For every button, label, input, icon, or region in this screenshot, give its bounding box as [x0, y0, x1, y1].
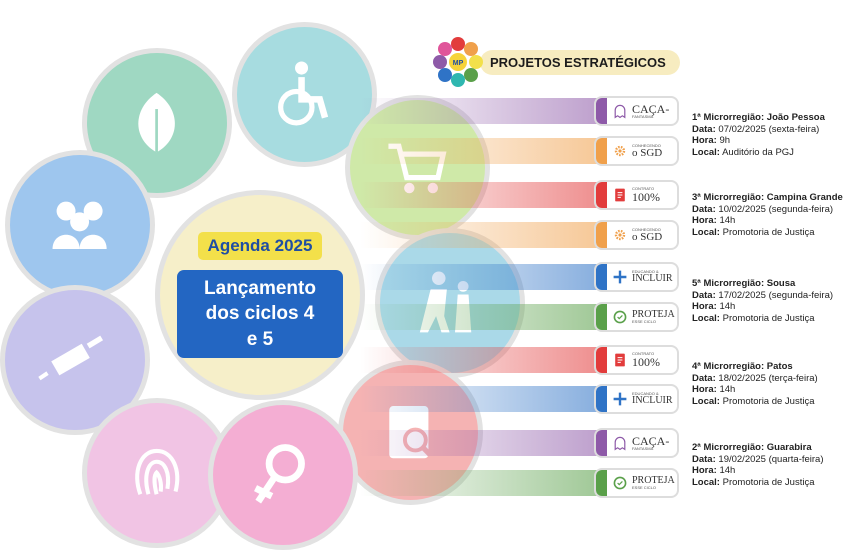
session-info: 4ª Microrregião: Patos Data: 18/02/2025 …	[692, 361, 818, 407]
session-title: 3ª Microrregião: Campina Grande	[692, 192, 843, 203]
launch-line: Lançamento	[204, 278, 316, 300]
launch-line: e 5	[246, 328, 274, 350]
syringe-icon	[38, 336, 104, 381]
agenda-circle: Agenda 2025 Lançamento dos ciclos 4 e 5	[155, 190, 365, 400]
session-title: 4ª Microrregião: Patos	[692, 361, 793, 372]
band-orange	[360, 138, 610, 164]
people-icon	[52, 201, 108, 250]
agenda-label: Agenda 2025	[197, 232, 323, 261]
band-blue	[360, 386, 610, 412]
band-red	[360, 347, 610, 373]
session-title: 5ª Microrregião: Sousa	[692, 278, 796, 289]
tag-educando-incluir: EDUCANDO &INCLUIR	[594, 384, 679, 414]
session-info: 5ª Microrregião: Sousa Data: 17/02/2025 …	[692, 278, 834, 324]
band-green	[360, 470, 610, 496]
band-purple	[360, 98, 610, 124]
band-orange	[360, 222, 610, 248]
shield-icon	[611, 474, 629, 492]
inclusion-icon	[611, 390, 629, 408]
session-info: 2ª Microrregião: Guarabira Data: 19/02/2…	[692, 442, 824, 488]
wheelchair-icon	[278, 61, 329, 126]
page-title: PROJETOS ESTRATÉGICOS	[480, 49, 680, 75]
band-blue	[360, 264, 610, 290]
session-title: 2ª Microrregião: Guarabira	[692, 442, 812, 453]
contract-icon	[611, 186, 629, 204]
female-symbol-icon	[254, 444, 306, 504]
header: MP PROJETOS ESTRATÉGICOS	[432, 36, 680, 88]
band-red	[360, 182, 610, 208]
launch-box: Lançamento dos ciclos 4 e 5	[177, 270, 343, 358]
gear-icon	[611, 226, 629, 244]
tag-educando-incluir: EDUCANDO &INCLUIR	[594, 262, 679, 292]
band-green	[360, 304, 610, 330]
leaf-icon	[138, 93, 176, 153]
session-title: 1ª Microrregião: João Pessoa	[692, 112, 825, 123]
tag-caca-fantasma: CAÇA-FANTASMA	[594, 428, 679, 458]
ghost-icon	[611, 434, 629, 452]
band-purple	[360, 430, 610, 456]
gear-icon	[611, 142, 629, 160]
projects-logo: MP	[432, 36, 484, 88]
session-info: 3ª Microrregião: Campina Grande Data: 10…	[692, 192, 843, 238]
ghost-icon	[611, 102, 629, 120]
inclusion-icon	[611, 268, 629, 286]
svg-text:MP: MP	[453, 60, 464, 67]
contract-icon	[611, 351, 629, 369]
launch-line: dos ciclos 4	[205, 303, 315, 325]
fingerprint-bubble	[82, 398, 232, 548]
session-info: 1ª Microrregião: João Pessoa Data: 07/02…	[692, 112, 825, 158]
female-symbol-bubble	[208, 400, 358, 550]
people-bubble	[5, 150, 155, 300]
shield-icon	[611, 308, 629, 326]
fingerprint-icon	[135, 449, 180, 496]
tag-caca-fantasma: CAÇA-FANTASMA	[594, 96, 679, 126]
